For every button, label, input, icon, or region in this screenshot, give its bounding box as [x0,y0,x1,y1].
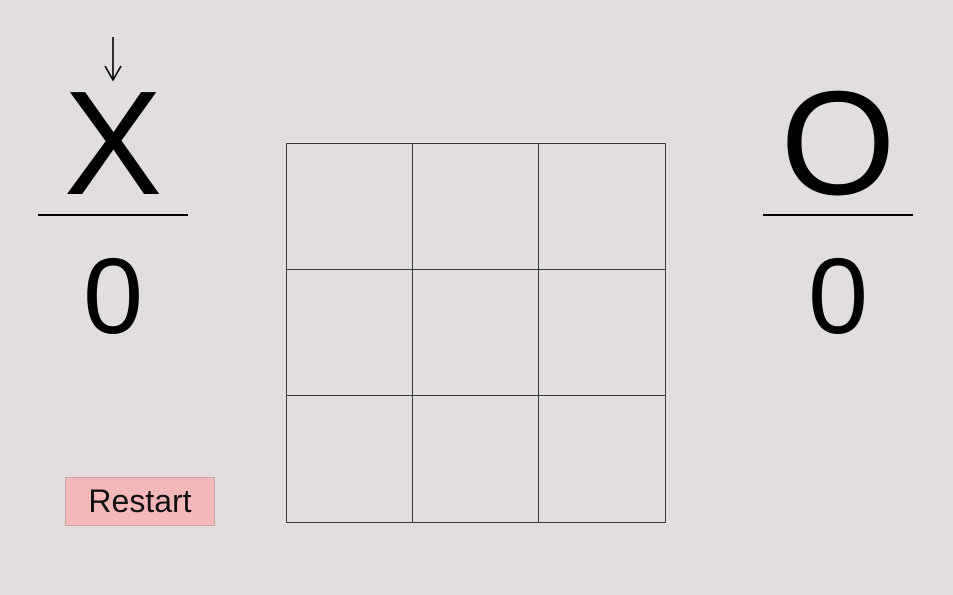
board-cell-5[interactable] [413,270,539,396]
player-o-panel: O 0 [763,0,913,360]
player-x-panel: X 0 [38,0,188,360]
turn-indicator-arrow-icon [104,37,122,82]
board-cell-2[interactable] [413,144,539,270]
board-cell-4[interactable] [287,270,413,396]
board-cell-3[interactable] [539,144,665,270]
player-o-score: 0 [807,235,869,356]
player-o-symbol: O [780,61,896,226]
board-cell-8[interactable] [413,396,539,522]
board-cell-7[interactable] [287,396,413,522]
player-x-score: 0 [82,235,144,356]
game-board [286,143,666,523]
player-x-symbol: X [63,61,163,226]
board-cell-9[interactable] [539,396,665,522]
board-cell-6[interactable] [539,270,665,396]
board-cell-1[interactable] [287,144,413,270]
player-x-divider [38,214,188,216]
player-o-divider [763,214,913,216]
restart-button[interactable]: Restart [65,477,215,526]
